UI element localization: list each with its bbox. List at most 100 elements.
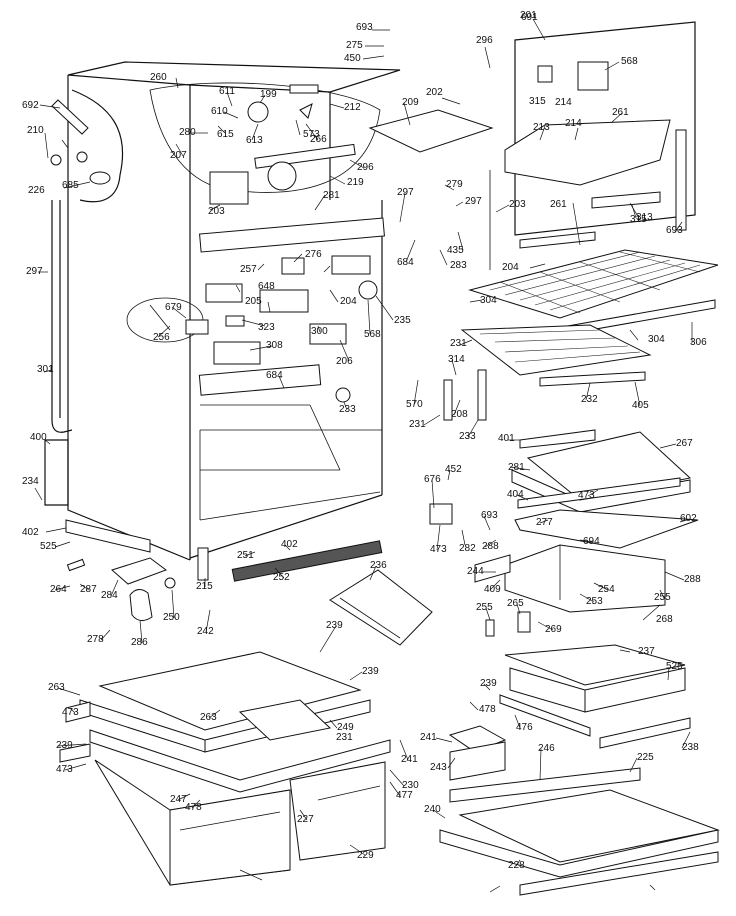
part-label: 250 <box>163 612 180 623</box>
part-label: 214 <box>565 118 582 129</box>
part-label: 243 <box>430 762 447 773</box>
part-label: 286 <box>131 637 148 648</box>
part-label: 409 <box>484 584 501 595</box>
part-label: 268 <box>656 614 673 625</box>
part-label: 611 <box>219 86 235 97</box>
part-label: 315 <box>529 96 546 107</box>
freezer-mechanism <box>71 82 385 403</box>
part-label: 693 <box>481 510 498 521</box>
part-label: 648 <box>258 281 275 292</box>
part-label: 685 <box>62 180 79 191</box>
part-label: 203 <box>509 199 526 210</box>
part-label: 254 <box>598 584 615 595</box>
part-label: 231 <box>450 338 467 349</box>
part-label: 692 <box>22 100 39 111</box>
part-label: 265 <box>507 598 524 609</box>
part-label: 199 <box>260 89 277 100</box>
part-label: 238 <box>682 742 699 753</box>
part-label: 230 <box>402 780 419 791</box>
part-label: 267 <box>676 438 693 449</box>
part-label: 296 <box>476 35 493 46</box>
part-label: 282 <box>459 543 476 554</box>
crisper-cover-shelf <box>429 429 699 637</box>
part-label: 525 <box>666 661 683 672</box>
part-label: 278 <box>87 634 104 645</box>
part-label: 233 <box>459 431 476 442</box>
part-label: 205 <box>245 296 262 307</box>
crisper-drawers <box>59 569 433 886</box>
door-hinge-parts <box>66 547 209 621</box>
lower-side-panel <box>44 439 383 582</box>
part-label: 246 <box>538 743 555 754</box>
part-label: 260 <box>150 72 167 83</box>
part-label: 287 <box>80 584 97 595</box>
part-label: 237 <box>638 646 655 657</box>
part-label: 201 <box>520 10 537 21</box>
part-label: 227 <box>297 814 314 825</box>
part-label: 473 <box>62 707 79 718</box>
part-label: 240 <box>424 804 441 815</box>
part-label: 233 <box>339 404 356 415</box>
lower-drawer-frame <box>448 644 691 781</box>
part-label: 235 <box>394 315 411 326</box>
part-label: 573 <box>303 129 320 140</box>
part-label: 213 <box>533 122 550 133</box>
part-label: 297 <box>26 266 43 277</box>
part-label: 206 <box>336 356 353 367</box>
part-label: 405 <box>632 400 649 411</box>
part-label: 306 <box>690 337 707 348</box>
part-label: 435 <box>447 245 464 256</box>
part-label: 234 <box>22 476 39 487</box>
drain-tube <box>50 99 111 433</box>
part-label: 241 <box>420 732 437 743</box>
part-label: 264 <box>50 584 67 595</box>
part-label: 226 <box>28 185 45 196</box>
part-label: 684 <box>397 257 414 268</box>
part-label: 676 <box>424 474 441 485</box>
part-label: 239 <box>480 678 497 689</box>
part-label: 249 <box>337 722 354 733</box>
part-label: 255 <box>476 602 493 613</box>
part-label: 252 <box>273 572 290 583</box>
part-label: 568 <box>364 329 381 340</box>
part-label: 208 <box>451 409 468 420</box>
part-label: 473 <box>578 490 595 501</box>
part-label: 450 <box>344 53 361 64</box>
part-label: 276 <box>305 249 322 260</box>
part-label: 402 <box>281 539 298 550</box>
part-label: 204 <box>502 262 519 273</box>
control-panel-assembly <box>368 21 696 270</box>
part-label: 281 <box>508 462 525 473</box>
part-label: 241 <box>401 754 418 765</box>
part-label: 693 <box>666 225 683 236</box>
part-label: 280 <box>179 127 196 138</box>
part-label: 308 <box>266 340 283 351</box>
part-label: 261 <box>550 199 567 210</box>
part-label: 236 <box>370 560 387 571</box>
part-label: 228 <box>508 860 525 871</box>
part-label: 401 <box>498 433 515 444</box>
part-label: 239 <box>362 666 379 677</box>
part-label: 679 <box>165 302 182 313</box>
part-label: 301 <box>37 364 54 375</box>
bottom-glass-shelf <box>439 767 720 896</box>
part-label: 288 <box>482 541 499 552</box>
part-label: 275 <box>346 40 363 51</box>
part-label: 209 <box>402 97 419 108</box>
part-label: 314 <box>448 354 465 365</box>
part-label: 477 <box>396 790 413 801</box>
part-label: 613 <box>246 135 263 146</box>
refrigerator-cabinet <box>67 61 401 561</box>
part-label: 251 <box>237 550 254 561</box>
part-label: 476 <box>516 722 533 733</box>
part-label: 694 <box>583 536 600 547</box>
part-label: 525 <box>40 541 57 552</box>
part-label: 400 <box>30 432 47 443</box>
part-label: 478 <box>479 704 496 715</box>
part-label: 225 <box>637 752 654 763</box>
part-label: 256 <box>153 332 170 343</box>
part-label: 263 <box>200 712 217 723</box>
